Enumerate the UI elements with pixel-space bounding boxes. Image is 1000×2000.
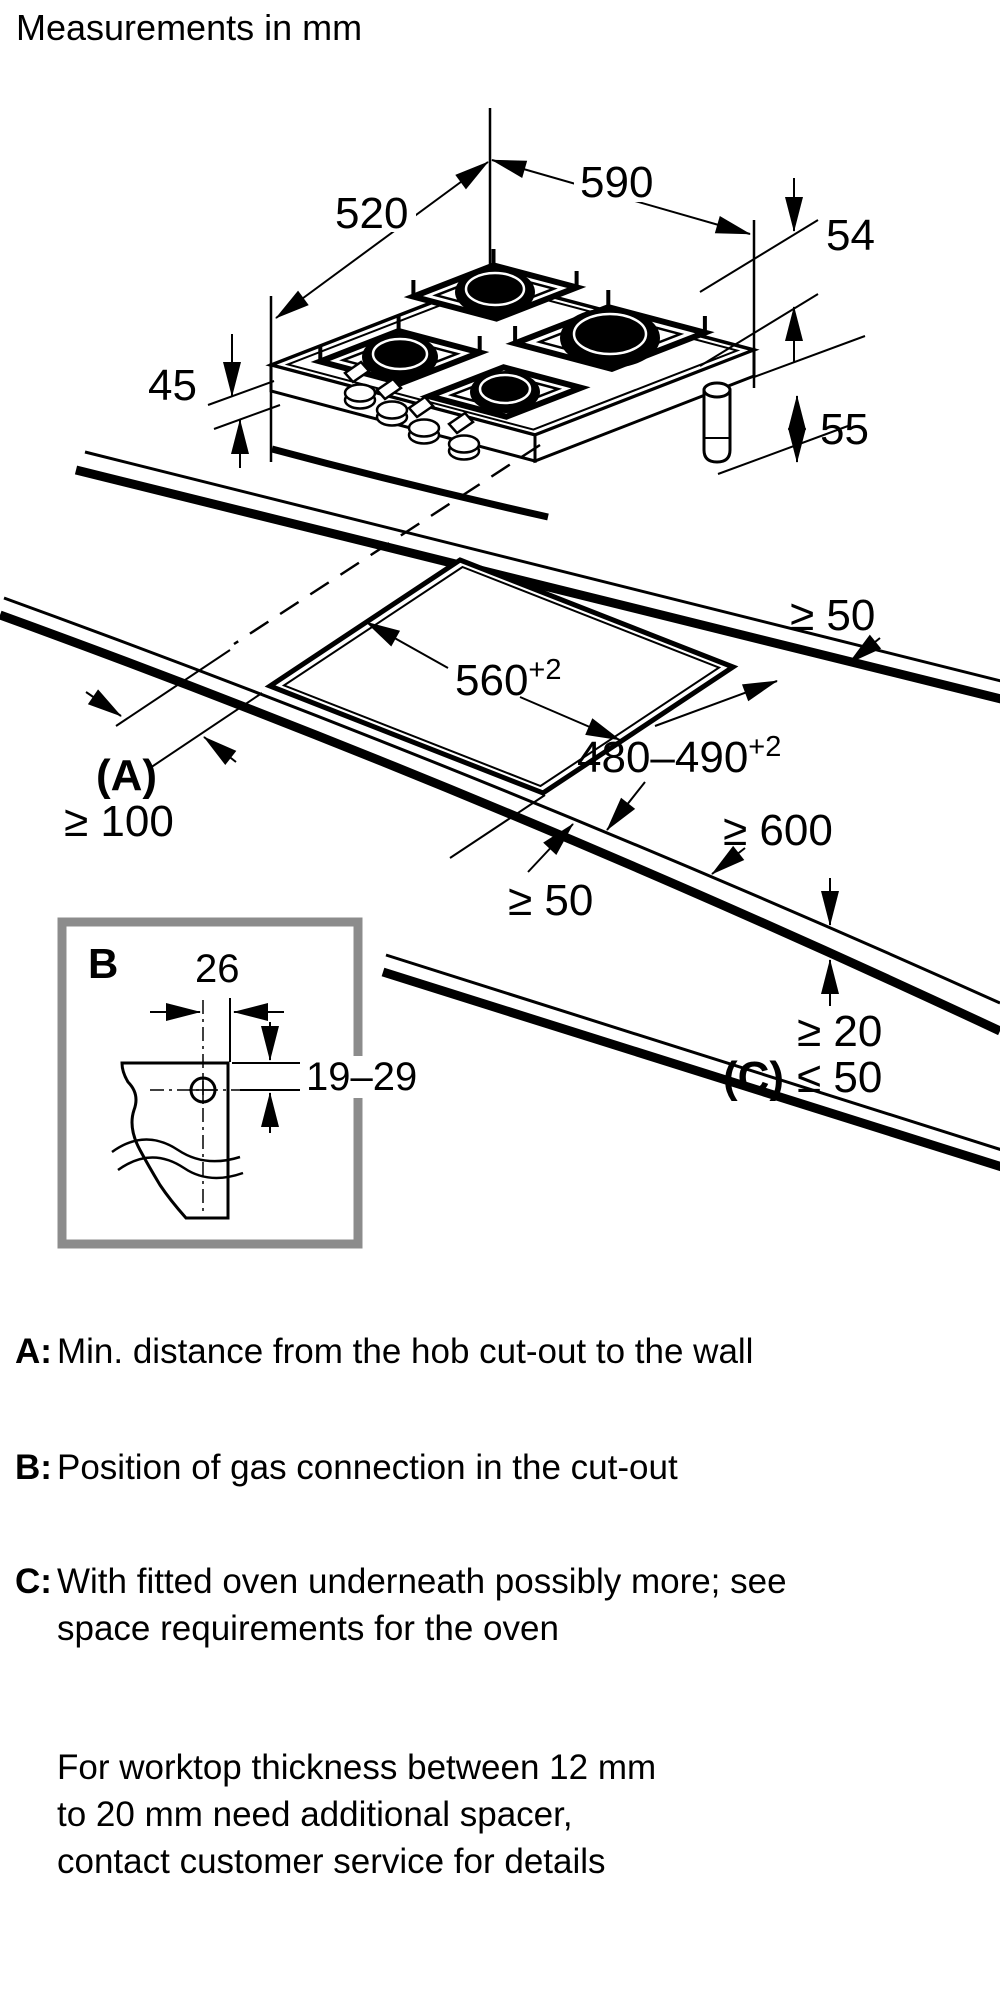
dim-hob-width: 590 — [491, 158, 751, 235]
hob-projection-dashed-line — [233, 443, 541, 646]
gas-connection-hole — [150, 1000, 245, 1212]
dim-side-clearance: (A) ≥ 100 — [64, 689, 263, 846]
legend-key-b: B: — [15, 1448, 52, 1487]
cutout-depth-label: 480–490+2 — [577, 731, 781, 782]
rear-clearance-label: ≥ 50 — [790, 591, 875, 640]
hole-depth-label: 19–29 — [306, 1055, 417, 1099]
dim-overhang: (C) ≥ 20 ≤ 50 — [723, 878, 882, 1102]
hob-below-height-label: 55 — [820, 405, 869, 454]
ground-stroke — [271, 445, 549, 521]
cabinet-front-edge — [381, 953, 1000, 1172]
hob-drawing: 520 590 45 54 — [148, 108, 875, 521]
legend-key-a: A: — [15, 1332, 52, 1371]
dim-cutout-width: 560+2 — [365, 621, 621, 741]
side-clearance-ref: (A) — [96, 751, 157, 800]
worktop-drawing: 560+2 480–490+2 ≥ 50 (A) — [0, 443, 1000, 1172]
hole-offset-label: 26 — [195, 947, 240, 991]
worktop-front-edge — [0, 596, 1000, 1036]
legend-key-c: C: — [15, 1562, 52, 1601]
gas-pipe — [702, 381, 732, 464]
worktop-note-text: For worktop thickness between 12 mm to 2… — [57, 1748, 657, 1881]
dim-rear-clearance: ≥ 50 — [790, 591, 882, 664]
overhang-ref: (C) — [723, 1053, 784, 1102]
dim-front-clearance: ≥ 50 — [449, 794, 593, 925]
dim-cutout-depth: 480–490+2 — [577, 680, 781, 831]
side-clearance-label: ≥ 100 — [64, 797, 174, 846]
hob-projection-extension — [115, 649, 231, 727]
dim-hob-rim-height: 54 — [699, 178, 875, 367]
detail-b-box: B 26 — [57, 917, 430, 1249]
overhang-max-label: ≤ 50 — [797, 1053, 882, 1102]
detail-b-ref: B — [88, 940, 118, 987]
legend-text-c: With fitted oven underneath possibly mor… — [57, 1562, 787, 1648]
dim-worktop-depth: ≥ 600 — [711, 806, 833, 875]
dim-hob-below-height: 55 — [717, 335, 869, 475]
burner-front — [419, 364, 591, 420]
hob-depth-label: 520 — [335, 189, 408, 238]
hob-width-label: 590 — [580, 158, 653, 207]
legend-text-b: Position of gas connection in the cut-ou… — [57, 1448, 678, 1487]
control-knobs — [343, 360, 481, 461]
overhang-min-label: ≥ 20 — [797, 1007, 882, 1056]
legend-item-b: B: Position of gas connection in the cut… — [0, 1444, 807, 1491]
installation-diagram: 520 590 45 54 — [0, 108, 1000, 1249]
cutout-width-label: 560+2 — [455, 654, 562, 705]
dim-hob-front-height: 45 — [148, 334, 281, 468]
burner-right-wok — [505, 290, 715, 373]
dim-hole-offset: 26 — [150, 947, 284, 1062]
hob-front-height-label: 45 — [148, 361, 197, 410]
legend-item-c: C: With fitted oven underneath possibly … — [0, 1558, 807, 1652]
legend-item-a: A: Min. distance from the hob cut-out to… — [0, 1328, 807, 1375]
legend-text-a: Min. distance from the hob cut-out to th… — [57, 1332, 754, 1371]
hob-rim-height-label: 54 — [826, 211, 875, 260]
worktop-note: For worktop thickness between 12 mm to 2… — [0, 1744, 687, 1885]
dim-hole-depth: 19–29 — [232, 1022, 430, 1133]
page-title: Measurements in mm — [16, 7, 363, 48]
front-clearance-label: ≥ 50 — [508, 876, 593, 925]
worktop-depth-label: ≥ 600 — [723, 806, 833, 855]
dim-hob-depth: 520 — [275, 161, 489, 319]
